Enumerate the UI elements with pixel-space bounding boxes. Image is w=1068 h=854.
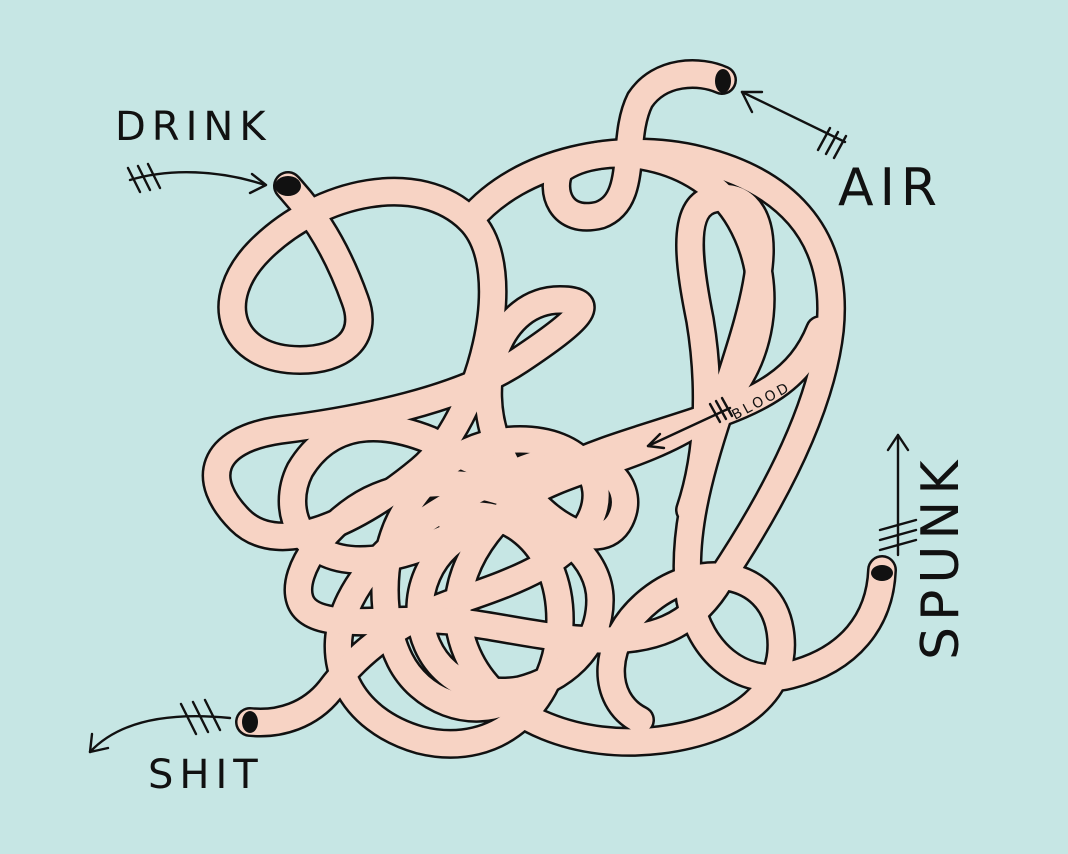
spunk-label: SPUNK [911, 455, 971, 660]
drink-arrow-icon [126, 162, 268, 195]
drink-opening [275, 176, 301, 196]
air-arrow-icon [740, 90, 848, 160]
tube-outer-fill [286, 140, 844, 653]
shit-opening [242, 711, 258, 733]
tube-shit-fill [237, 427, 609, 736]
spunk-opening [871, 565, 893, 581]
tube-blood-fill [280, 317, 833, 704]
spunk-arrow-icon [878, 433, 918, 557]
tube-spunk-fill [674, 185, 895, 691]
blood-arrow-icon [646, 396, 734, 450]
air-label: AIR [838, 158, 943, 218]
tube-fill-layer [204, 61, 895, 757]
air-opening [715, 69, 731, 93]
drink-label: DRINK [115, 104, 272, 150]
shit-label: SHIT [148, 752, 264, 798]
shit-arrow-icon [88, 698, 232, 754]
